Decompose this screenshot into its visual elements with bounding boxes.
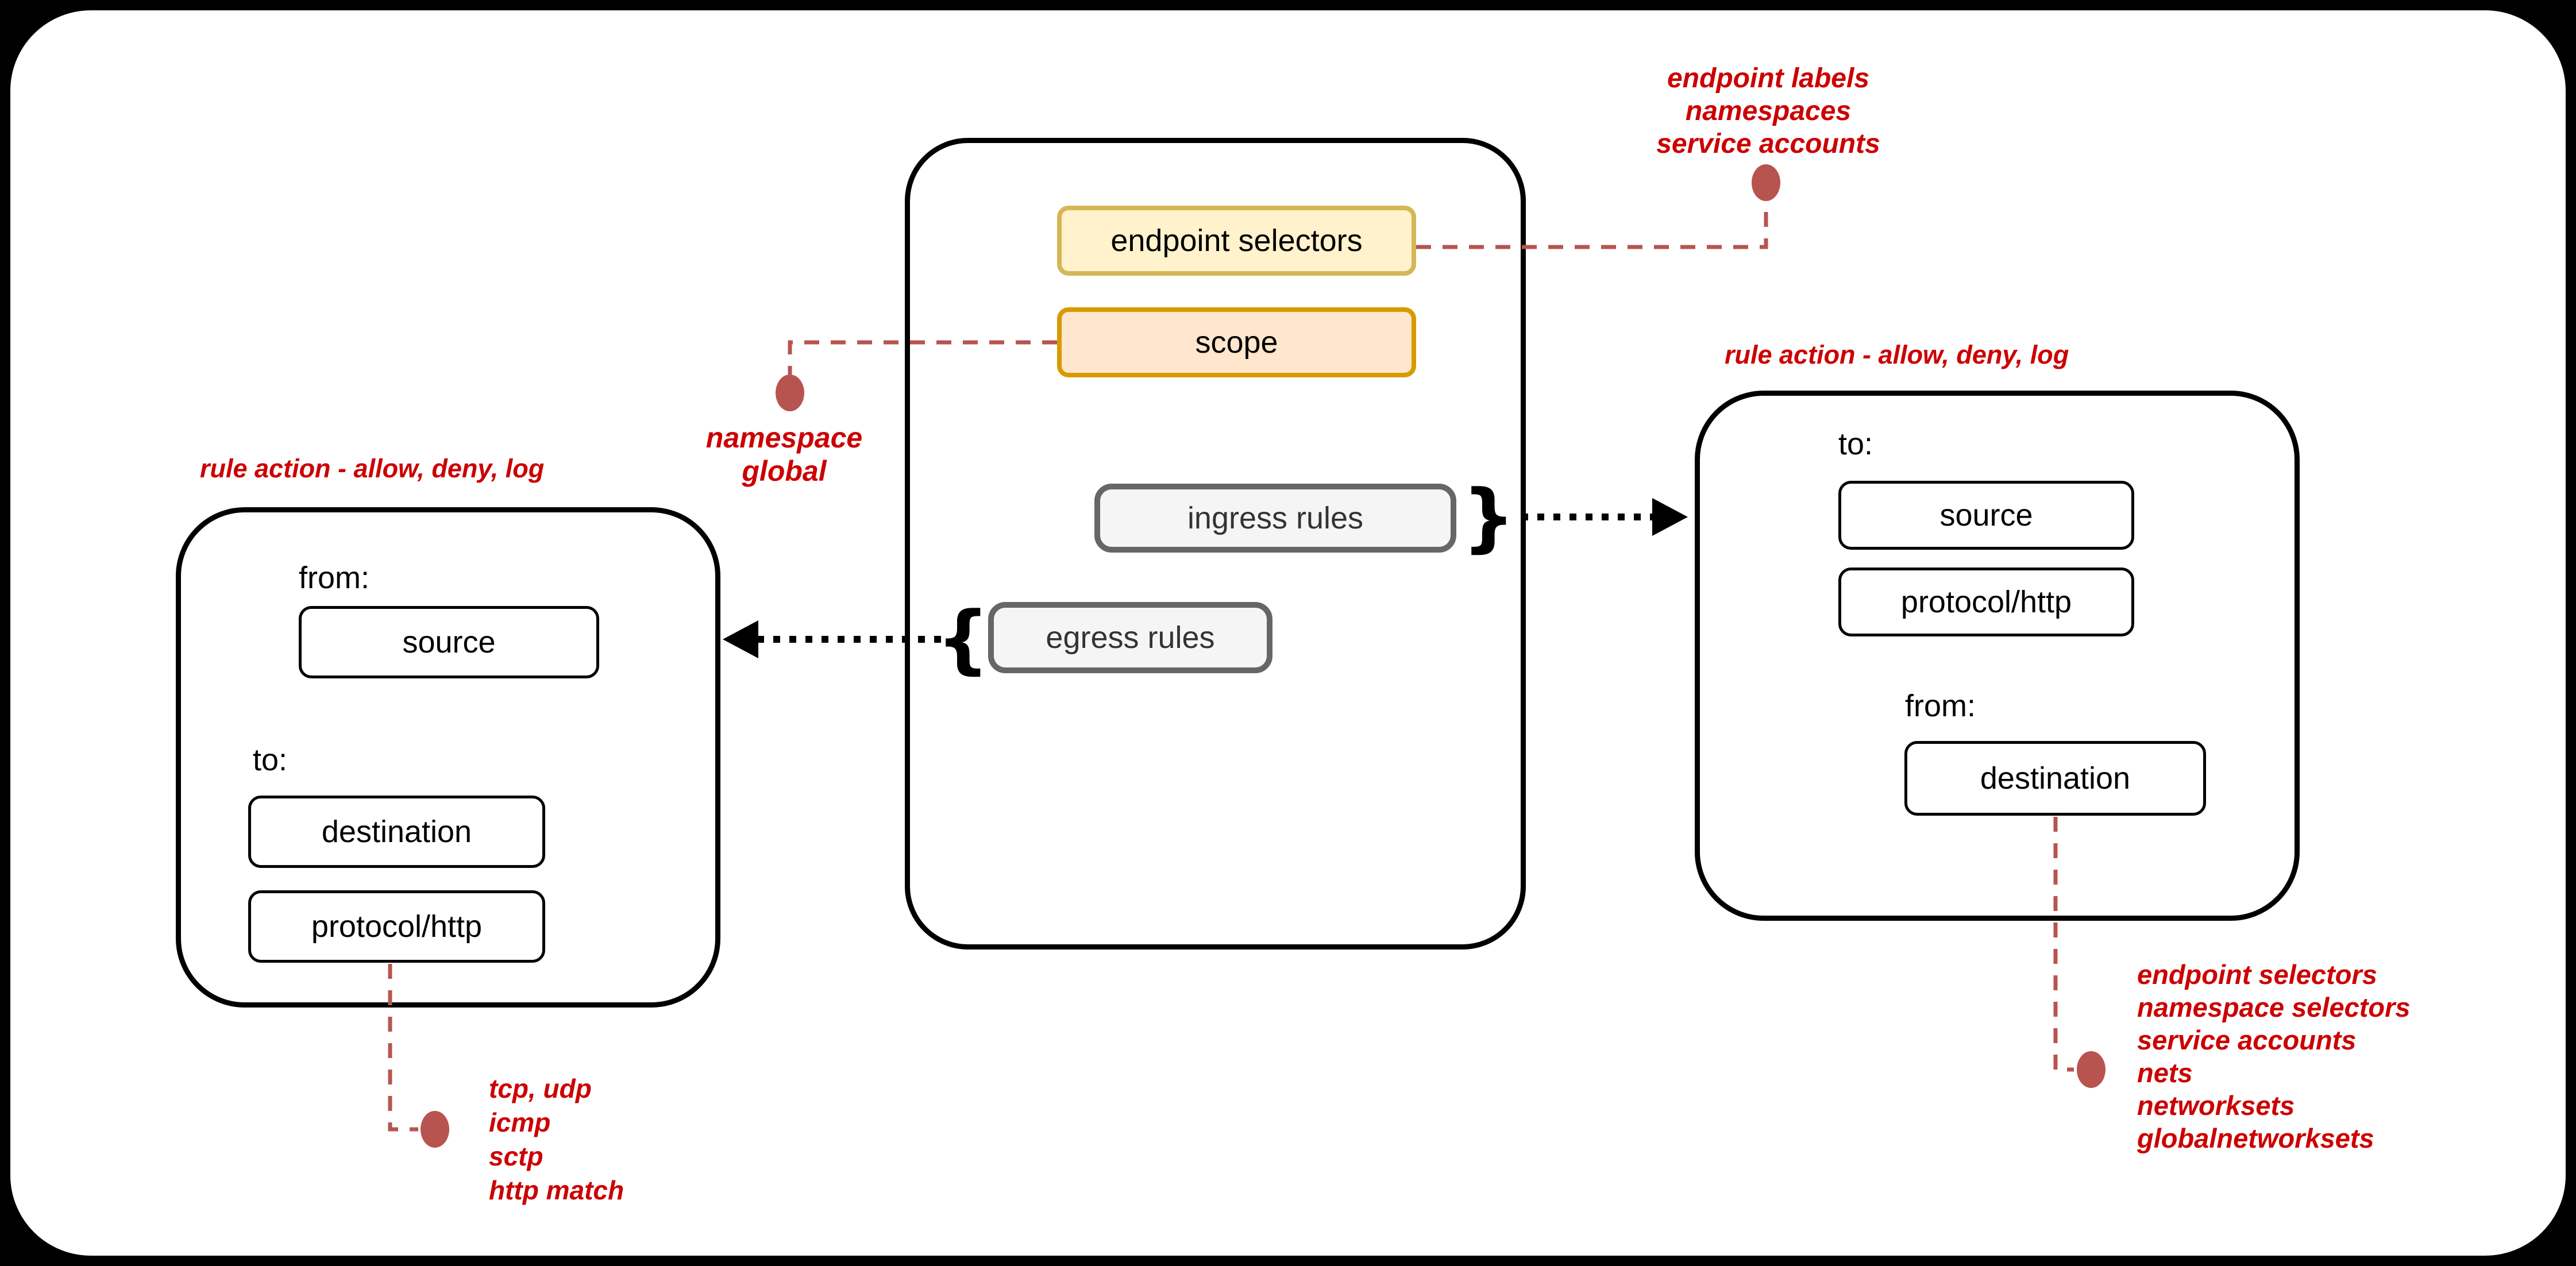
ingress-from-label: from:: [1905, 689, 1976, 723]
ingress-to-label: to:: [1838, 427, 1873, 461]
note-line: sctp: [489, 1141, 543, 1171]
egress-protocol-label: protocol/http: [311, 909, 483, 944]
ingress-protocol-box: protocol/http: [1838, 568, 2134, 636]
egress-to-label: to:: [253, 743, 288, 777]
note-line: namespaces: [1685, 96, 1852, 126]
ingress-rules-box: ingress rules: [1094, 484, 1456, 553]
endpoint-selectors-note: endpoint labels namespaces service accou…: [1596, 62, 1941, 160]
note-line: service accounts: [2137, 1025, 2357, 1055]
note-line: endpoint labels: [1667, 63, 1870, 94]
network-policy-box: [905, 138, 1526, 950]
egress-destination-label: destination: [321, 815, 472, 849]
note-line: service accounts: [1656, 129, 1880, 159]
egress-protocol-box: protocol/http: [248, 890, 545, 963]
ingress-protocol-label: protocol/http: [1900, 585, 2072, 619]
ingress-rule-action-title: rule action - allow, deny, log: [1725, 340, 2069, 369]
scope-note: namespace global: [669, 421, 899, 488]
note-line: endpoint selectors: [2137, 959, 2377, 990]
note-line: global: [742, 455, 827, 487]
note-line: networksets: [2137, 1090, 2295, 1121]
egress-open-brace: {: [936, 595, 990, 682]
egress-rules-box: egress rules: [988, 602, 1272, 673]
egress-destination-box: destination: [248, 796, 545, 868]
egress-source-label: source: [402, 625, 496, 659]
note-line: tcp, udp: [489, 1074, 592, 1103]
note-line: globalnetworksets: [2137, 1123, 2374, 1153]
scope-box: scope: [1057, 307, 1416, 377]
destination-note: endpoint selectors namespace selectors s…: [2137, 958, 2411, 1155]
ingress-source-label: source: [1939, 498, 2033, 532]
note-line: namespace selectors: [2137, 992, 2411, 1022]
note-line: nets: [2137, 1057, 2193, 1088]
protocol-note: tcp, udp icmp sctp http match: [489, 1072, 624, 1207]
egress-source-box: source: [299, 606, 599, 678]
egress-from-label: from:: [299, 561, 370, 595]
ingress-destination-box: destination: [1904, 741, 2206, 816]
ingress-rules-label: ingress rules: [1187, 501, 1364, 535]
ingress-rule-box: [1695, 391, 2300, 921]
ingress-close-brace: }: [1462, 473, 1515, 561]
scope-label: scope: [1195, 325, 1278, 360]
note-line: icmp: [489, 1107, 551, 1137]
ingress-destination-label: destination: [1980, 761, 2131, 796]
note-line: namespace: [705, 422, 863, 454]
endpoint-selectors-label: endpoint selectors: [1110, 223, 1363, 258]
egress-rule-box: [176, 507, 720, 1008]
ingress-source-box: source: [1838, 481, 2134, 550]
endpoint-selectors-box: endpoint selectors: [1057, 206, 1416, 276]
egress-rule-action-title: rule action - allow, deny, log: [200, 454, 545, 483]
note-line: http match: [489, 1175, 624, 1205]
egress-rules-label: egress rules: [1046, 620, 1215, 655]
